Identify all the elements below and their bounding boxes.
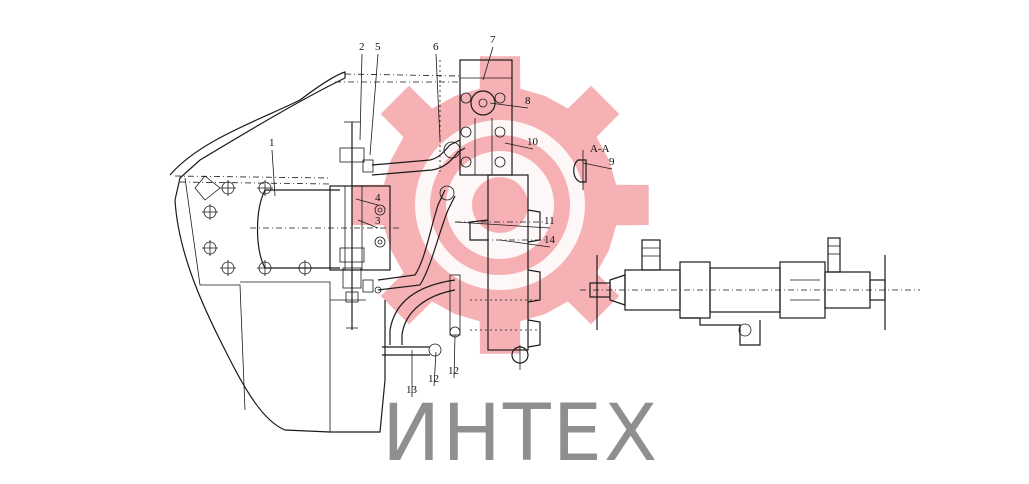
callout-leader-3 [435,53,441,141]
pump-housing [439,59,513,176]
callout-label-12: 13 [406,384,418,396]
vertical-rod [330,121,382,330]
cylinder-body [250,185,400,271]
callout-label-14: 12 [448,365,459,377]
callout-leader-2 [369,53,379,156]
watermark-text: ИНТЕХ [382,389,659,479]
callout-label-4: 7 [490,34,496,46]
section-a-a-detail [573,150,587,190]
callout-leader-11 [499,239,551,248]
valve-assembly [580,237,920,346]
callout-leader-0 [271,149,276,197]
callout-label-8: 4 [375,192,381,204]
watermark-gear-center [472,177,528,233]
casing-bottom-wall [240,281,331,432]
lower-s-pipe [377,185,456,291]
callout-leader-13 [433,351,437,387]
section-label: A-A [590,143,610,155]
upper-pipe [371,139,466,176]
manifold-column [455,174,545,370]
callout-label-3: 6 [433,41,439,53]
callout-label-10: 11 [544,215,555,227]
callout-label-9: 3 [375,215,381,227]
casing-horizontal-dash-2 [179,181,331,185]
casing-inner-line [184,177,246,411]
callout-label-5: 8 [525,95,531,107]
callout-label-11: 14 [544,234,556,246]
callout-leader-6 [504,142,534,150]
callout-leader-4 [482,46,494,81]
left-bolt-group [194,175,313,276]
callout-leader-8 [355,198,379,206]
callout-leader-7 [582,162,613,170]
callout-label-7: 9 [609,156,615,168]
callout-leader-10 [454,221,551,229]
casing-horizontal-dash [174,175,331,179]
casing-top-dashed [344,73,461,77]
callout-label-2: 5 [375,41,381,53]
callout-label-6: 10 [527,136,539,148]
callout-label-1: 2 [359,41,365,53]
callout-label-13: 12 [428,373,439,385]
callout-leader-5 [489,102,529,109]
callout-leader-9 [357,219,379,229]
callout-label-0: 1 [269,137,275,149]
callout-leader-14 [453,334,456,379]
engine-casing-outline [169,71,386,433]
callout-leader-1 [359,53,363,141]
